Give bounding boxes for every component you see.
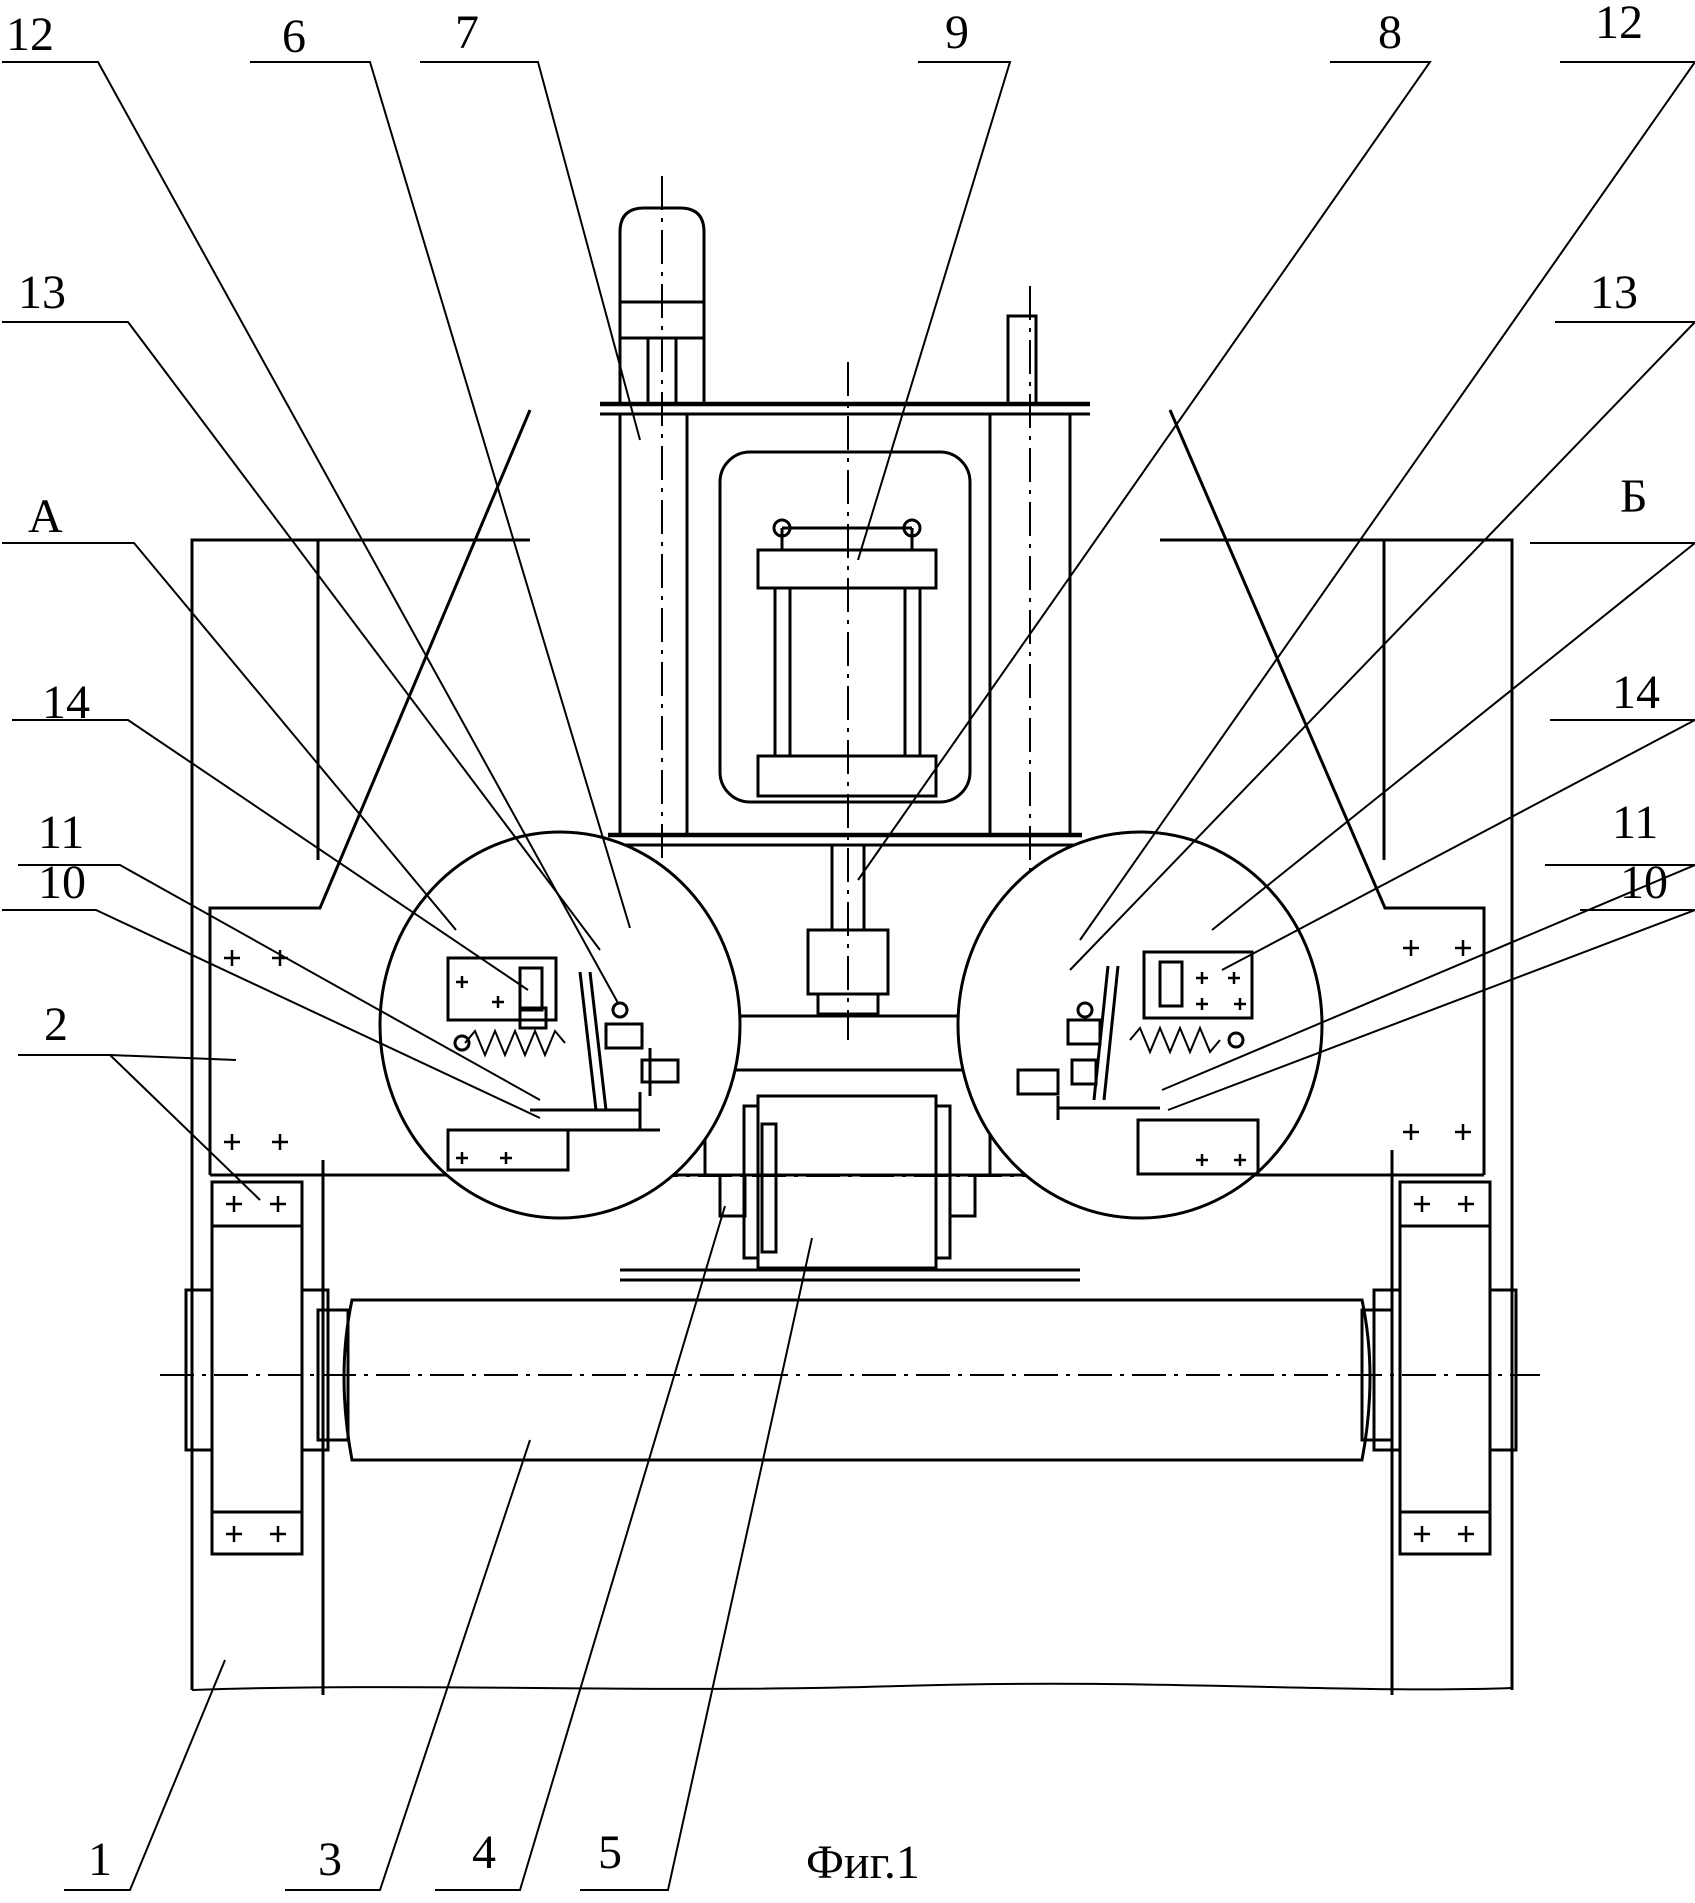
callout-12-right: 12 [1595,0,1643,49]
callout-2: 2 [44,998,68,1051]
callout-3: 3 [318,1833,342,1886]
callout-8: 8 [1378,6,1402,59]
detail-circle-b [958,832,1322,1218]
cylinder [758,362,936,1040]
callout-10-right: 10 [1620,856,1668,909]
callout-10-left: 10 [38,856,86,909]
callout-14-right: 14 [1612,666,1660,719]
detail-circle-a [380,832,740,1218]
callout-b: Б [1620,470,1648,523]
callout-11-left: 11 [38,806,84,859]
main-shaft [160,1300,1540,1460]
callout-5: 5 [598,1826,622,1879]
left-wheel [186,1182,328,1554]
callout-13-left: 13 [18,266,66,319]
callout-a: А [28,490,63,543]
callout-4: 4 [472,1826,496,1879]
top-bracket [600,404,1090,845]
callout-14-left: 14 [42,676,90,729]
callout-12-left: 12 [6,8,54,61]
callout-6: 6 [282,10,306,63]
callout-1: 1 [88,1833,112,1886]
callout-9: 9 [945,6,969,59]
callout-13-right: 13 [1590,266,1638,319]
frame-body [192,540,1512,1695]
callout-labels: 12 6 7 9 8 12 13 13 А Б 14 14 11 11 10 1… [6,0,1668,1886]
callout-11-right: 11 [1612,796,1658,849]
right-wheel [1374,1182,1516,1554]
figure-caption: Фиг.1 [806,1836,920,1889]
callout-7: 7 [455,6,479,59]
